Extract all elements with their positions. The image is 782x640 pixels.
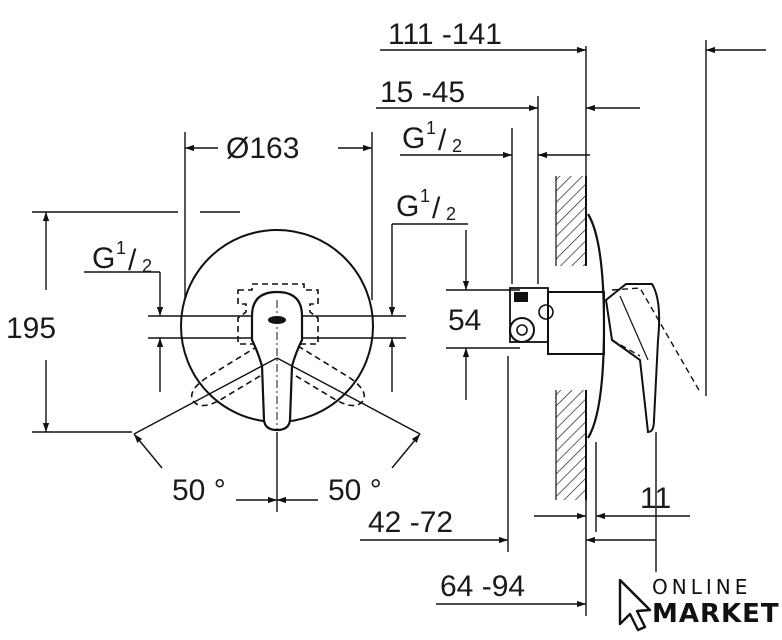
label-height: 195 [6,312,56,345]
svg-text:MARKET: MARKET [652,599,780,629]
side-view [360,40,766,616]
label-thread-top: G 1 / 2 [402,118,462,157]
online-market-logo: ONLINE MARKET [618,575,780,632]
svg-text:1: 1 [116,238,126,258]
front-view [32,132,468,512]
label-depth-mid: 42 -72 [368,506,453,539]
label-spacing: 54 [448,304,481,337]
label-depth-top: 15 -45 [380,76,465,109]
handle-side [604,283,661,434]
svg-text:1: 1 [420,186,430,206]
svg-text:1: 1 [426,118,436,138]
label-top-width: 111 -141 [388,18,502,51]
label-diameter: Ø163 [226,132,299,165]
svg-text:/: / [432,192,441,225]
svg-text:2: 2 [142,256,152,276]
cursor-icon [618,578,652,632]
valve-body-side [547,291,605,355]
dimension-labels: 111 -141 15 -45 Ø163 G 1 / 2 G 1 / 2 G 1… [6,18,671,603]
label-depth-low: 64 -94 [440,570,525,603]
rosette-plate-side [587,213,606,439]
label-thread-right: G 1 / 2 [396,186,456,225]
label-plate-thickness: 11 [640,482,671,515]
svg-text:G: G [402,122,425,155]
svg-text:G: G [396,190,419,223]
label-thread-left: G 1 / 2 [92,238,152,277]
valve-body-hidden [237,283,319,345]
svg-text:ONLINE: ONLINE [652,575,751,599]
svg-text:2: 2 [446,204,456,224]
handle-right-position [285,345,366,407]
svg-text:/: / [128,244,137,277]
label-angle-right: 50 ° [328,474,382,507]
wall-section-bottom [556,390,586,500]
wall-section-top [556,176,586,266]
label-angle-left: 50 ° [172,474,226,507]
svg-text:G: G [92,242,115,275]
svg-text:/: / [438,124,447,157]
svg-text:2: 2 [452,136,462,156]
